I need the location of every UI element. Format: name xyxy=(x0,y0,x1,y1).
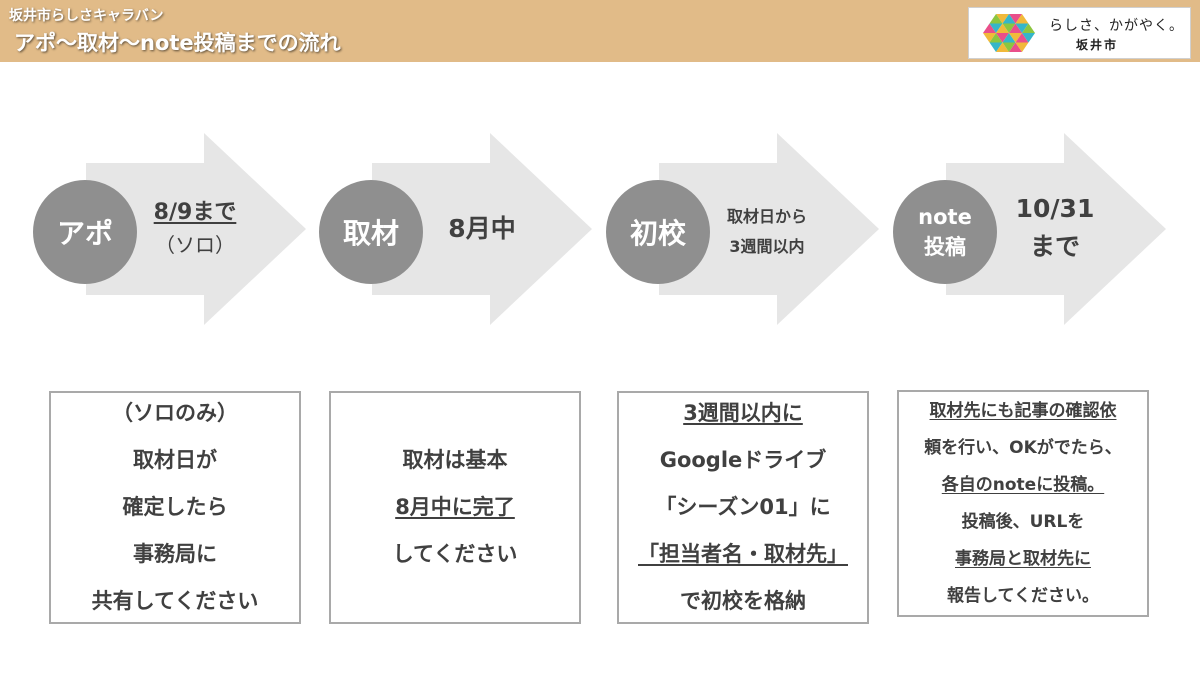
step-circle-label: 取材 xyxy=(342,217,399,250)
flow-arrow-shape xyxy=(372,133,592,325)
description-line: 「シーズン01」に xyxy=(655,495,831,519)
description-line: 3週間以内に xyxy=(683,401,803,425)
description-line: 頼を行い、OKがでたら、 xyxy=(924,437,1122,458)
hexagon-triangle-mosaic-logo-icon xyxy=(983,14,1035,52)
description-line: 取材日が xyxy=(133,448,217,472)
step-description-box-first-draft: 3週間以内に Googleドライブ 「シーズン01」に 「担当者名・取材先」 で… xyxy=(617,391,869,624)
flow-arrow-shape xyxy=(86,133,306,325)
logo-city-name: 坂井市 xyxy=(1076,38,1119,52)
step-deadline-line: 3週間以内 xyxy=(729,237,805,256)
step-description-box-appointment: （ソロのみ） 取材日が 確定したら 事務局に 共有してください xyxy=(49,391,301,624)
header-subtitle: 坂井市らしさキャラバン xyxy=(9,8,164,24)
step-circle-first-draft: 初校 xyxy=(606,180,710,284)
description-line: 8月中に完了 xyxy=(395,495,515,519)
description-line: 各自のnoteに投稿。 xyxy=(941,474,1105,495)
step-circle-interview: 取材 xyxy=(319,180,423,284)
step-description-box-interview: 取材は基本 8月中に完了 してください xyxy=(329,391,581,624)
description-line: 確定したら xyxy=(122,495,228,519)
step-deadline-line: 取材日から xyxy=(726,207,807,226)
description-line: 事務局に xyxy=(133,542,217,566)
step-info-first-draft: 取材日から 3週間以内 xyxy=(712,202,822,262)
step-note: （ソロ） xyxy=(155,233,235,257)
description-line: で初校を格納 xyxy=(680,589,806,613)
description-line: してください xyxy=(392,542,518,566)
step-circle-appointment: アポ xyxy=(33,180,137,284)
description-line: 「担当者名・取材先」 xyxy=(638,542,848,566)
step-info-note-post: 10/31 まで xyxy=(1000,190,1110,266)
description-line: 取材は基本 xyxy=(402,448,508,472)
step-deadline-line: まで xyxy=(1029,232,1080,261)
step-deadline: 8/9まで xyxy=(153,200,237,225)
step-circle-label: アポ xyxy=(56,217,113,250)
step-info-appointment: 8/9まで （ソロ） xyxy=(140,199,250,263)
description-line: 投稿後、URLを xyxy=(961,511,1085,532)
description-line: 事務局と取材先に xyxy=(955,548,1091,569)
description-line: 報告してください。 xyxy=(947,585,1099,606)
sakai-city-logo: らしさ、かがやく。 坂井市 xyxy=(968,7,1191,59)
step-circle-note-post: note 投稿 xyxy=(893,180,997,284)
step-deadline: 8月中 xyxy=(448,214,516,243)
step-info-interview: 8月中 xyxy=(432,212,532,246)
logo-tagline: らしさ、かがやく。 xyxy=(1049,18,1184,34)
description-line: 共有してください xyxy=(91,589,259,613)
description-line: （ソロのみ） xyxy=(112,401,238,425)
step-description-box-note-post: 取材先にも記事の確認依 頼を行い、OKがでたら、 各自のnoteに投稿。 投稿後… xyxy=(897,390,1149,617)
description-line: 取材先にも記事の確認依 xyxy=(929,400,1117,421)
flow-arrow-shape xyxy=(659,133,879,325)
description-line: Googleドライブ xyxy=(659,448,827,472)
page-title: アポ〜取材〜note投稿までの流れ xyxy=(14,31,341,55)
step-circle-label: 投稿 xyxy=(924,235,966,259)
flow-arrow-shape xyxy=(946,133,1166,325)
step-circle-label: 初校 xyxy=(629,217,686,250)
step-deadline-line: 10/31 xyxy=(1015,194,1095,223)
step-circle-label: note xyxy=(918,205,972,229)
